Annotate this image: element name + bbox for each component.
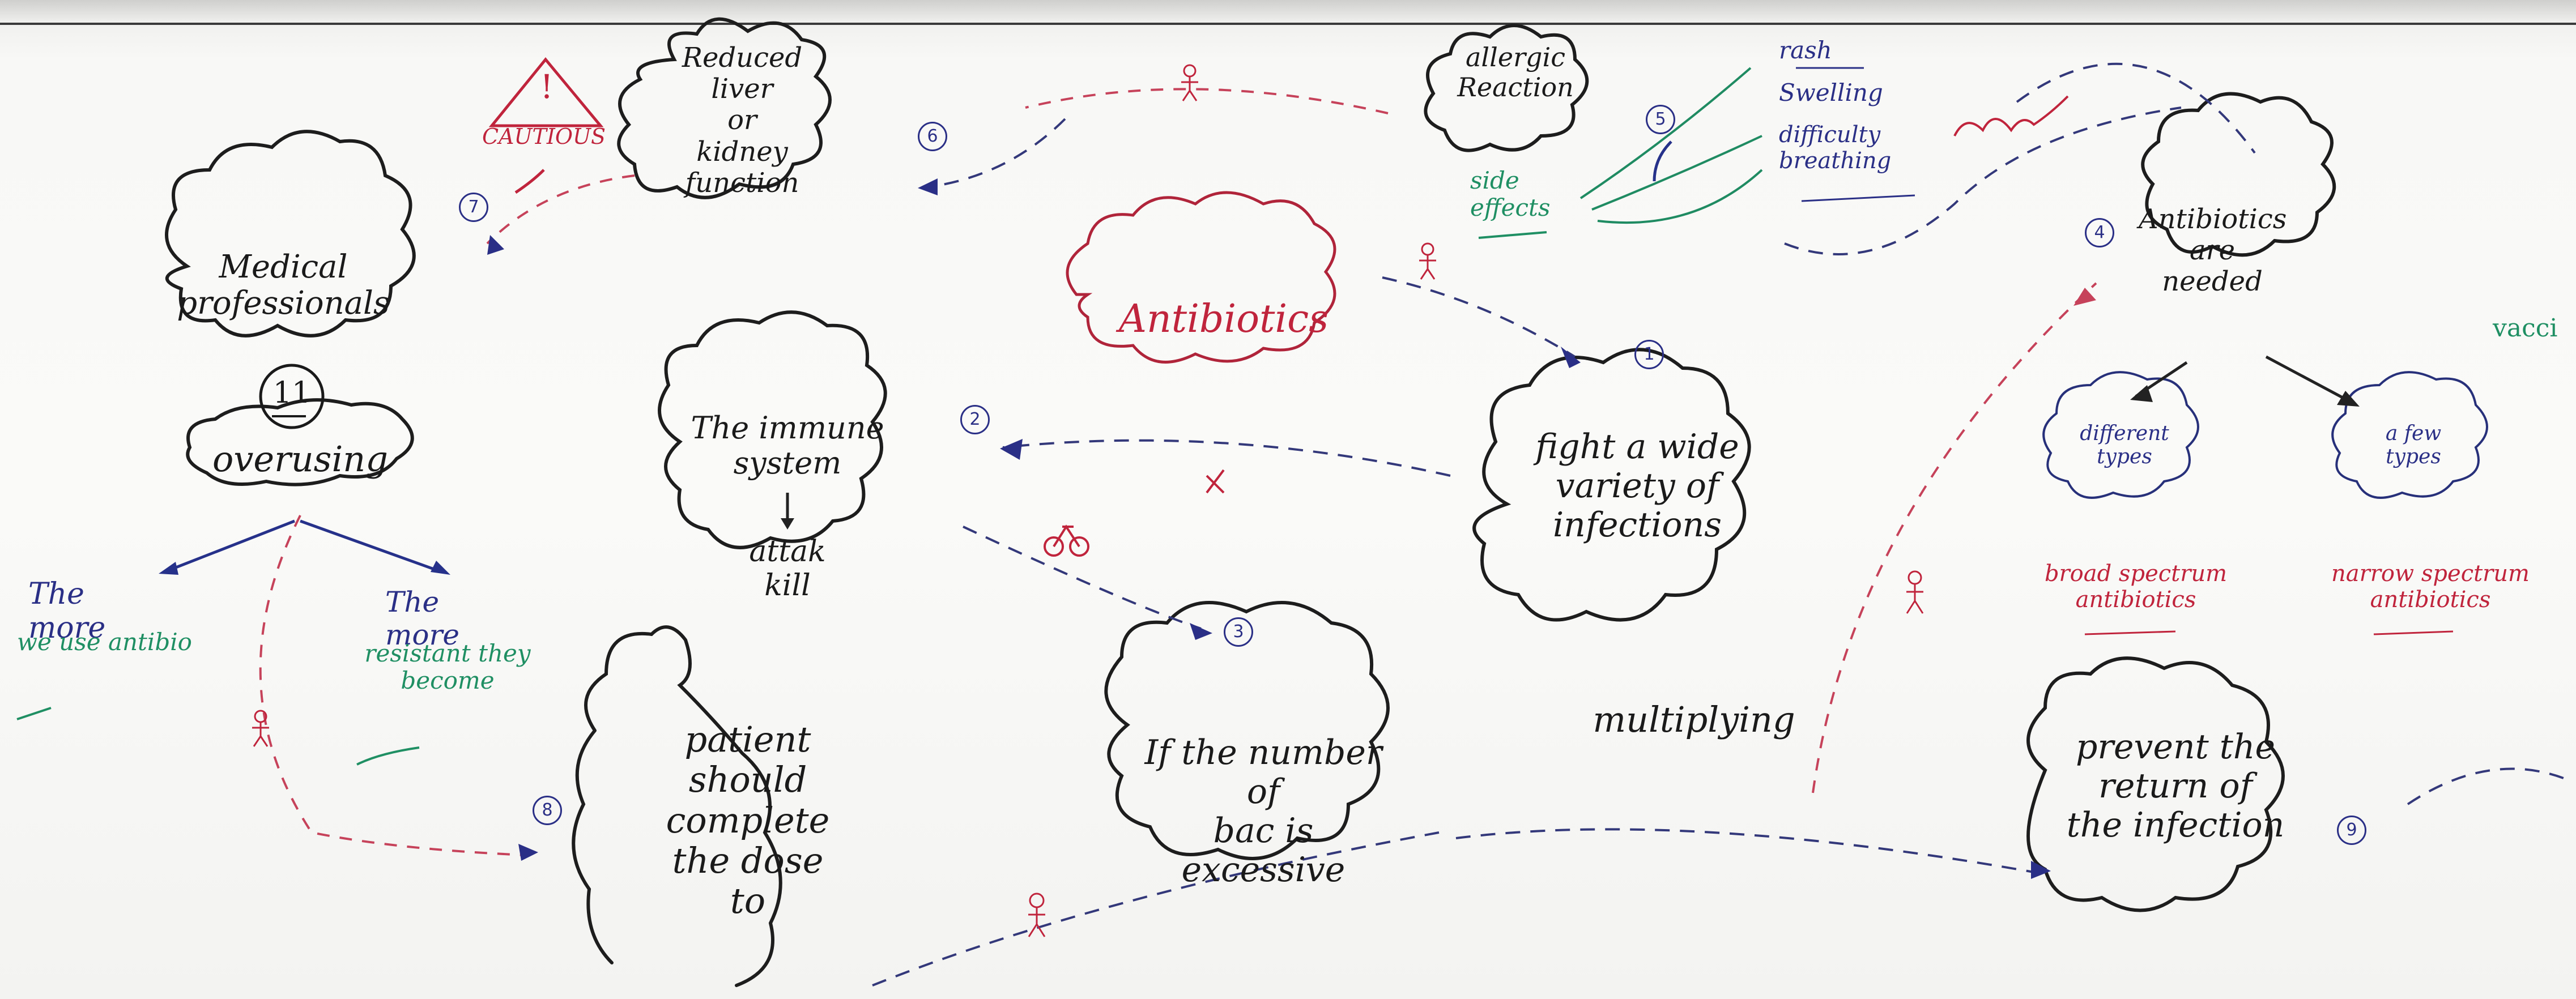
arrow-overusing-to-more-use xyxy=(164,519,295,574)
more-resist-text: resistant they become xyxy=(364,639,531,695)
arrow-reduced-to-allergic xyxy=(929,118,1066,188)
red-x-mark xyxy=(1206,469,1225,494)
allergic-to-side-arrow xyxy=(1653,140,1672,182)
fight-cloud xyxy=(1472,348,1751,622)
caution-label: CAUTIOUS xyxy=(482,124,606,149)
tick-more-resist xyxy=(356,746,420,766)
medical-text: Medical professionals xyxy=(177,249,390,322)
reduced-function-cloud xyxy=(617,17,832,199)
step-number: 5 xyxy=(1646,105,1675,134)
multiplying-text: multiplying xyxy=(1593,699,1795,740)
antibiotics-cloud xyxy=(1066,191,1336,364)
bicycle xyxy=(1044,524,1089,557)
arrow-needed-to-few xyxy=(2265,355,2352,404)
medical-number-ring xyxy=(259,364,325,429)
different-types-cloud xyxy=(2042,371,2199,499)
step-number: 2 xyxy=(960,405,990,434)
arrow-excessive-to-prevent xyxy=(1455,828,2034,873)
whiteboard-frame xyxy=(0,0,2576,25)
arrow-overusing-to-patient xyxy=(259,515,527,856)
tick-more-use xyxy=(16,707,52,720)
antibiotics-text: Antibiotics xyxy=(1118,297,1329,341)
stick-figure-4 xyxy=(1181,64,1198,101)
more-use-text: we use antibio xyxy=(17,628,192,656)
arrow-reduced-to-medical xyxy=(486,174,635,245)
medical-number: 11 xyxy=(272,376,311,410)
overusing-cloud xyxy=(186,398,414,486)
step-number: 1 xyxy=(1634,340,1664,369)
excessive-cloud xyxy=(1104,601,1390,860)
reduced-function-text: Reduced liver or kidney function xyxy=(682,42,803,199)
overusing-text: overusing xyxy=(212,438,388,480)
side-effect-line-3 xyxy=(1597,169,1763,224)
side-effect-line-1 xyxy=(1579,67,1752,199)
red-scribble xyxy=(1953,95,2069,136)
step-number: 6 xyxy=(918,122,947,151)
side-effects-underline xyxy=(1478,231,1547,239)
broad-spectrum-text: broad spectrum antibiotics xyxy=(2044,561,2228,613)
immune-cloud xyxy=(658,310,887,549)
stick-figure-3 xyxy=(1028,893,1046,937)
few-types-text: a few types xyxy=(2385,422,2442,469)
stick-figure-5 xyxy=(252,710,269,747)
more-use-title: The more xyxy=(28,577,106,645)
different-types-text: different types xyxy=(2080,422,2169,469)
caution-triangle xyxy=(488,57,604,127)
arrow-antibiotics-to-fight xyxy=(1382,276,1576,358)
breathing-underline xyxy=(1801,194,1915,202)
broad-underline xyxy=(2084,630,2176,635)
attack-text: attak kill xyxy=(749,535,826,603)
few-types-cloud xyxy=(2331,371,2488,499)
side-effect-item: Swelling xyxy=(1779,79,1883,106)
arrow-needed-loop xyxy=(1784,106,2182,255)
arrow-allergic-right xyxy=(2016,62,2256,154)
fight-text: fight a wide variety of infections xyxy=(1535,427,1739,545)
allergic-text: allergic Reaction xyxy=(1457,42,1574,103)
more-resist-title: The more xyxy=(385,586,460,651)
immune-text: The immune system xyxy=(691,410,884,481)
arrow-immune-to-excessive xyxy=(963,526,1202,630)
caution-symbol: ! xyxy=(540,67,553,106)
step-number: 8 xyxy=(533,796,562,825)
patient-cloud xyxy=(572,625,782,987)
arrow-prevent-right xyxy=(2407,767,2573,805)
step-number: 4 xyxy=(2085,218,2114,247)
stick-figure-1 xyxy=(1419,242,1436,280)
prevent-text: prevent the return of the infection xyxy=(2066,727,2285,845)
antibiotics-needed-text: Antibiotics are needed xyxy=(2139,203,2287,298)
side-effect-item: difficulty breathing xyxy=(1779,122,1892,174)
narrow-underline xyxy=(2373,630,2454,635)
prevent-cloud xyxy=(2026,656,2285,912)
arrow-reduced-curve xyxy=(514,169,545,194)
allergic-cloud xyxy=(1424,24,1589,152)
step-number: 9 xyxy=(2337,816,2366,845)
side-effects-text: side effects xyxy=(1470,166,1551,222)
step-number: 3 xyxy=(1224,617,1253,647)
excessive-text: If the number of bac is excessive xyxy=(1144,733,1382,890)
antibiotics-needed-cloud xyxy=(2141,92,2336,257)
stick-figure-2 xyxy=(1906,570,1924,614)
arrow-overusing-to-more-resist xyxy=(300,519,442,574)
medical-cloud xyxy=(165,130,416,338)
arrow-fight-to-needed xyxy=(1812,282,2097,793)
side-effect-item: rash xyxy=(1779,36,1832,64)
arrow-fight-to-immune xyxy=(1002,439,1451,477)
narrow-spectrum-text: narrow spectrum antibiotics xyxy=(2331,561,2530,613)
step-number: 7 xyxy=(459,193,488,222)
vaccine-text: vacci xyxy=(2493,314,2558,343)
arrow-allergic-to-reduced xyxy=(1025,88,1389,114)
patient-text: patient should complete the dose to xyxy=(666,719,830,922)
side-effect-line-2 xyxy=(1591,135,1762,211)
